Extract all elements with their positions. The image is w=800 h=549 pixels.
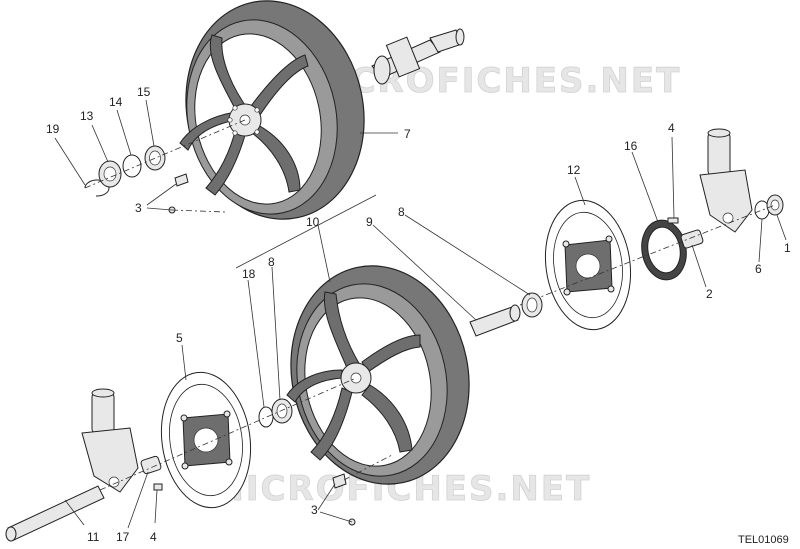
- bearing-8-right: [521, 292, 543, 318]
- callout-6: 6: [755, 262, 762, 276]
- front-brake-disc-right: [544, 199, 632, 331]
- callout-3-top: 3: [135, 201, 142, 215]
- front-brake-disc-left: [160, 371, 252, 509]
- callout-10: 10: [306, 215, 320, 229]
- callout-11: 11: [87, 530, 100, 544]
- tone-wheel-16: [641, 219, 687, 281]
- front-axis-line-right: [519, 204, 776, 306]
- callout-3-bottom: 3: [311, 503, 318, 517]
- rear-ring-14: [122, 154, 142, 178]
- bolt-4-left: [153, 483, 163, 491]
- callout-19: 19: [46, 122, 60, 136]
- bearing-8-left: [271, 398, 293, 424]
- callout-2: 2: [706, 287, 713, 301]
- callout-14: 14: [109, 95, 123, 109]
- callout-16: 16: [624, 139, 638, 153]
- callout-5: 5: [176, 331, 183, 345]
- front-wheel: [286, 265, 470, 485]
- callout-4-right: 4: [668, 121, 675, 135]
- axle-11: [5, 485, 105, 542]
- section-divider: [235, 194, 377, 269]
- rear-axis-line: [84, 119, 246, 189]
- callout-1: 1: [784, 241, 791, 255]
- callout-8-right: 8: [398, 205, 405, 219]
- callout-4-left: 4: [150, 530, 157, 544]
- callout-8-left: 8: [268, 255, 275, 269]
- callout-18: 18: [242, 267, 256, 281]
- front-axis-line-left: [99, 377, 357, 491]
- bolt-4-right: [667, 217, 679, 224]
- reference-code: TEL01069: [738, 534, 789, 546]
- rear-bearing-13: [98, 160, 122, 188]
- fork-leg-right: [699, 128, 753, 233]
- callout-15: 15: [137, 85, 151, 99]
- leader-lines: [54, 99, 787, 529]
- spacer-2: [680, 229, 704, 249]
- callout-17: 17: [116, 530, 130, 544]
- rear-wheel: [179, 0, 365, 220]
- rear-valve-3: [168, 173, 189, 214]
- rear-seal-15: [144, 145, 166, 171]
- spacer-17: [140, 455, 162, 475]
- fork-leg-left: [81, 388, 139, 493]
- rear-hub-shaft: [371, 28, 465, 85]
- watermark-top: MICROFICHES.NET: [300, 61, 681, 101]
- cap-1: [766, 194, 784, 216]
- circlip-18: [258, 406, 274, 428]
- callout-12: 12: [567, 163, 581, 177]
- callout-9: 9: [366, 215, 373, 229]
- callout-7: 7: [404, 127, 411, 141]
- spacer-9: [469, 304, 521, 337]
- callout-13: 13: [80, 109, 94, 123]
